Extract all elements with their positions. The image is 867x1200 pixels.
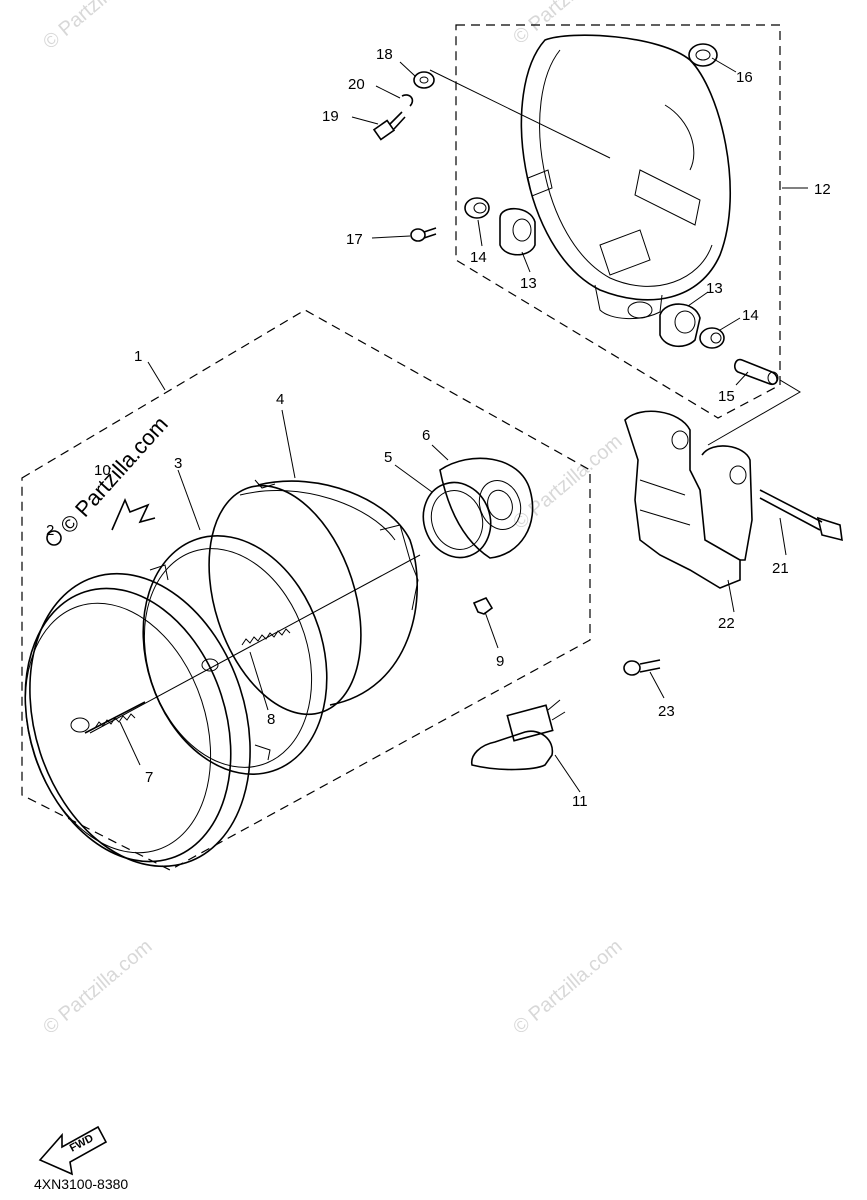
spring-8 — [241, 628, 291, 646]
label-17: 17 — [346, 231, 363, 248]
headlight-body-outline — [455, 24, 781, 419]
watermarks: © Partzilla.com © Partzilla.com © Partzi… — [39, 0, 626, 1039]
label-15: 15 — [718, 388, 735, 405]
collar-14-right — [699, 327, 725, 349]
leader-lines — [119, 57, 808, 793]
label-4: 4 — [276, 391, 284, 408]
diagram-code: 4XN3100-8380 — [34, 1176, 128, 1192]
bracket-22 — [624, 410, 753, 589]
washer-18 — [413, 71, 435, 89]
label-16: 16 — [736, 69, 753, 86]
collar-14-left — [464, 197, 490, 219]
watermark: © Partzilla.com — [39, 935, 156, 1038]
spring-wire-10 — [111, 497, 156, 531]
label-8: 8 — [267, 711, 275, 728]
label-13-right: 13 — [706, 280, 723, 297]
lens-ring — [142, 535, 328, 775]
fwd-arrow: FWD — [38, 1125, 108, 1176]
clip-20 — [401, 94, 414, 107]
lens-unit — [208, 479, 419, 716]
label-6: 6 — [422, 427, 430, 444]
screw-17 — [410, 227, 437, 242]
bolt-23 — [623, 659, 661, 676]
grommet-16 — [688, 43, 718, 67]
adjusting-screw-7 — [84, 701, 146, 734]
label-3: 3 — [174, 455, 182, 472]
watermark: © Partzilla.com — [509, 935, 626, 1038]
label-13-left: 13 — [520, 275, 537, 292]
label-9: 9 — [496, 653, 504, 670]
bolt-21 — [759, 489, 843, 542]
label-7: 7 — [145, 769, 153, 786]
damper-13-right — [659, 303, 701, 348]
label-21: 21 — [772, 560, 789, 577]
bulb-cover-6 — [439, 457, 534, 559]
watermark-dark: © Partzilla.com — [55, 411, 173, 538]
fwd-label: FWD — [68, 1132, 96, 1154]
label-5: 5 — [384, 449, 392, 466]
label-14-right: 14 — [742, 307, 759, 324]
bulb-11 — [470, 699, 566, 771]
connector-line — [429, 69, 611, 159]
label-11: 11 — [572, 793, 588, 810]
label-22: 22 — [718, 615, 735, 632]
headlight-rim — [24, 530, 251, 868]
damper-13-left — [499, 207, 536, 256]
label-14-left: 14 — [470, 249, 487, 266]
axis-line — [89, 554, 421, 734]
label-1: 1 — [134, 348, 142, 365]
label-19: 19 — [322, 108, 339, 125]
headlight-unit-outline — [21, 309, 591, 871]
label-2: 2 — [46, 522, 54, 539]
clip-9 — [472, 596, 494, 615]
label-10: 10 — [94, 462, 111, 479]
label-12: 12 — [814, 181, 831, 198]
connector-line — [707, 379, 801, 446]
bolt-19 — [372, 111, 406, 141]
part-labels: 1 2 3 4 5 6 7 8 9 10 11 12 13 13 14 14 1… — [46, 46, 831, 810]
pin-15 — [733, 358, 779, 386]
headlight-body — [520, 34, 731, 320]
label-20: 20 — [348, 76, 365, 93]
watermark: © Partzilla.com — [39, 0, 156, 54]
label-18: 18 — [376, 46, 393, 63]
label-23: 23 — [658, 703, 675, 720]
